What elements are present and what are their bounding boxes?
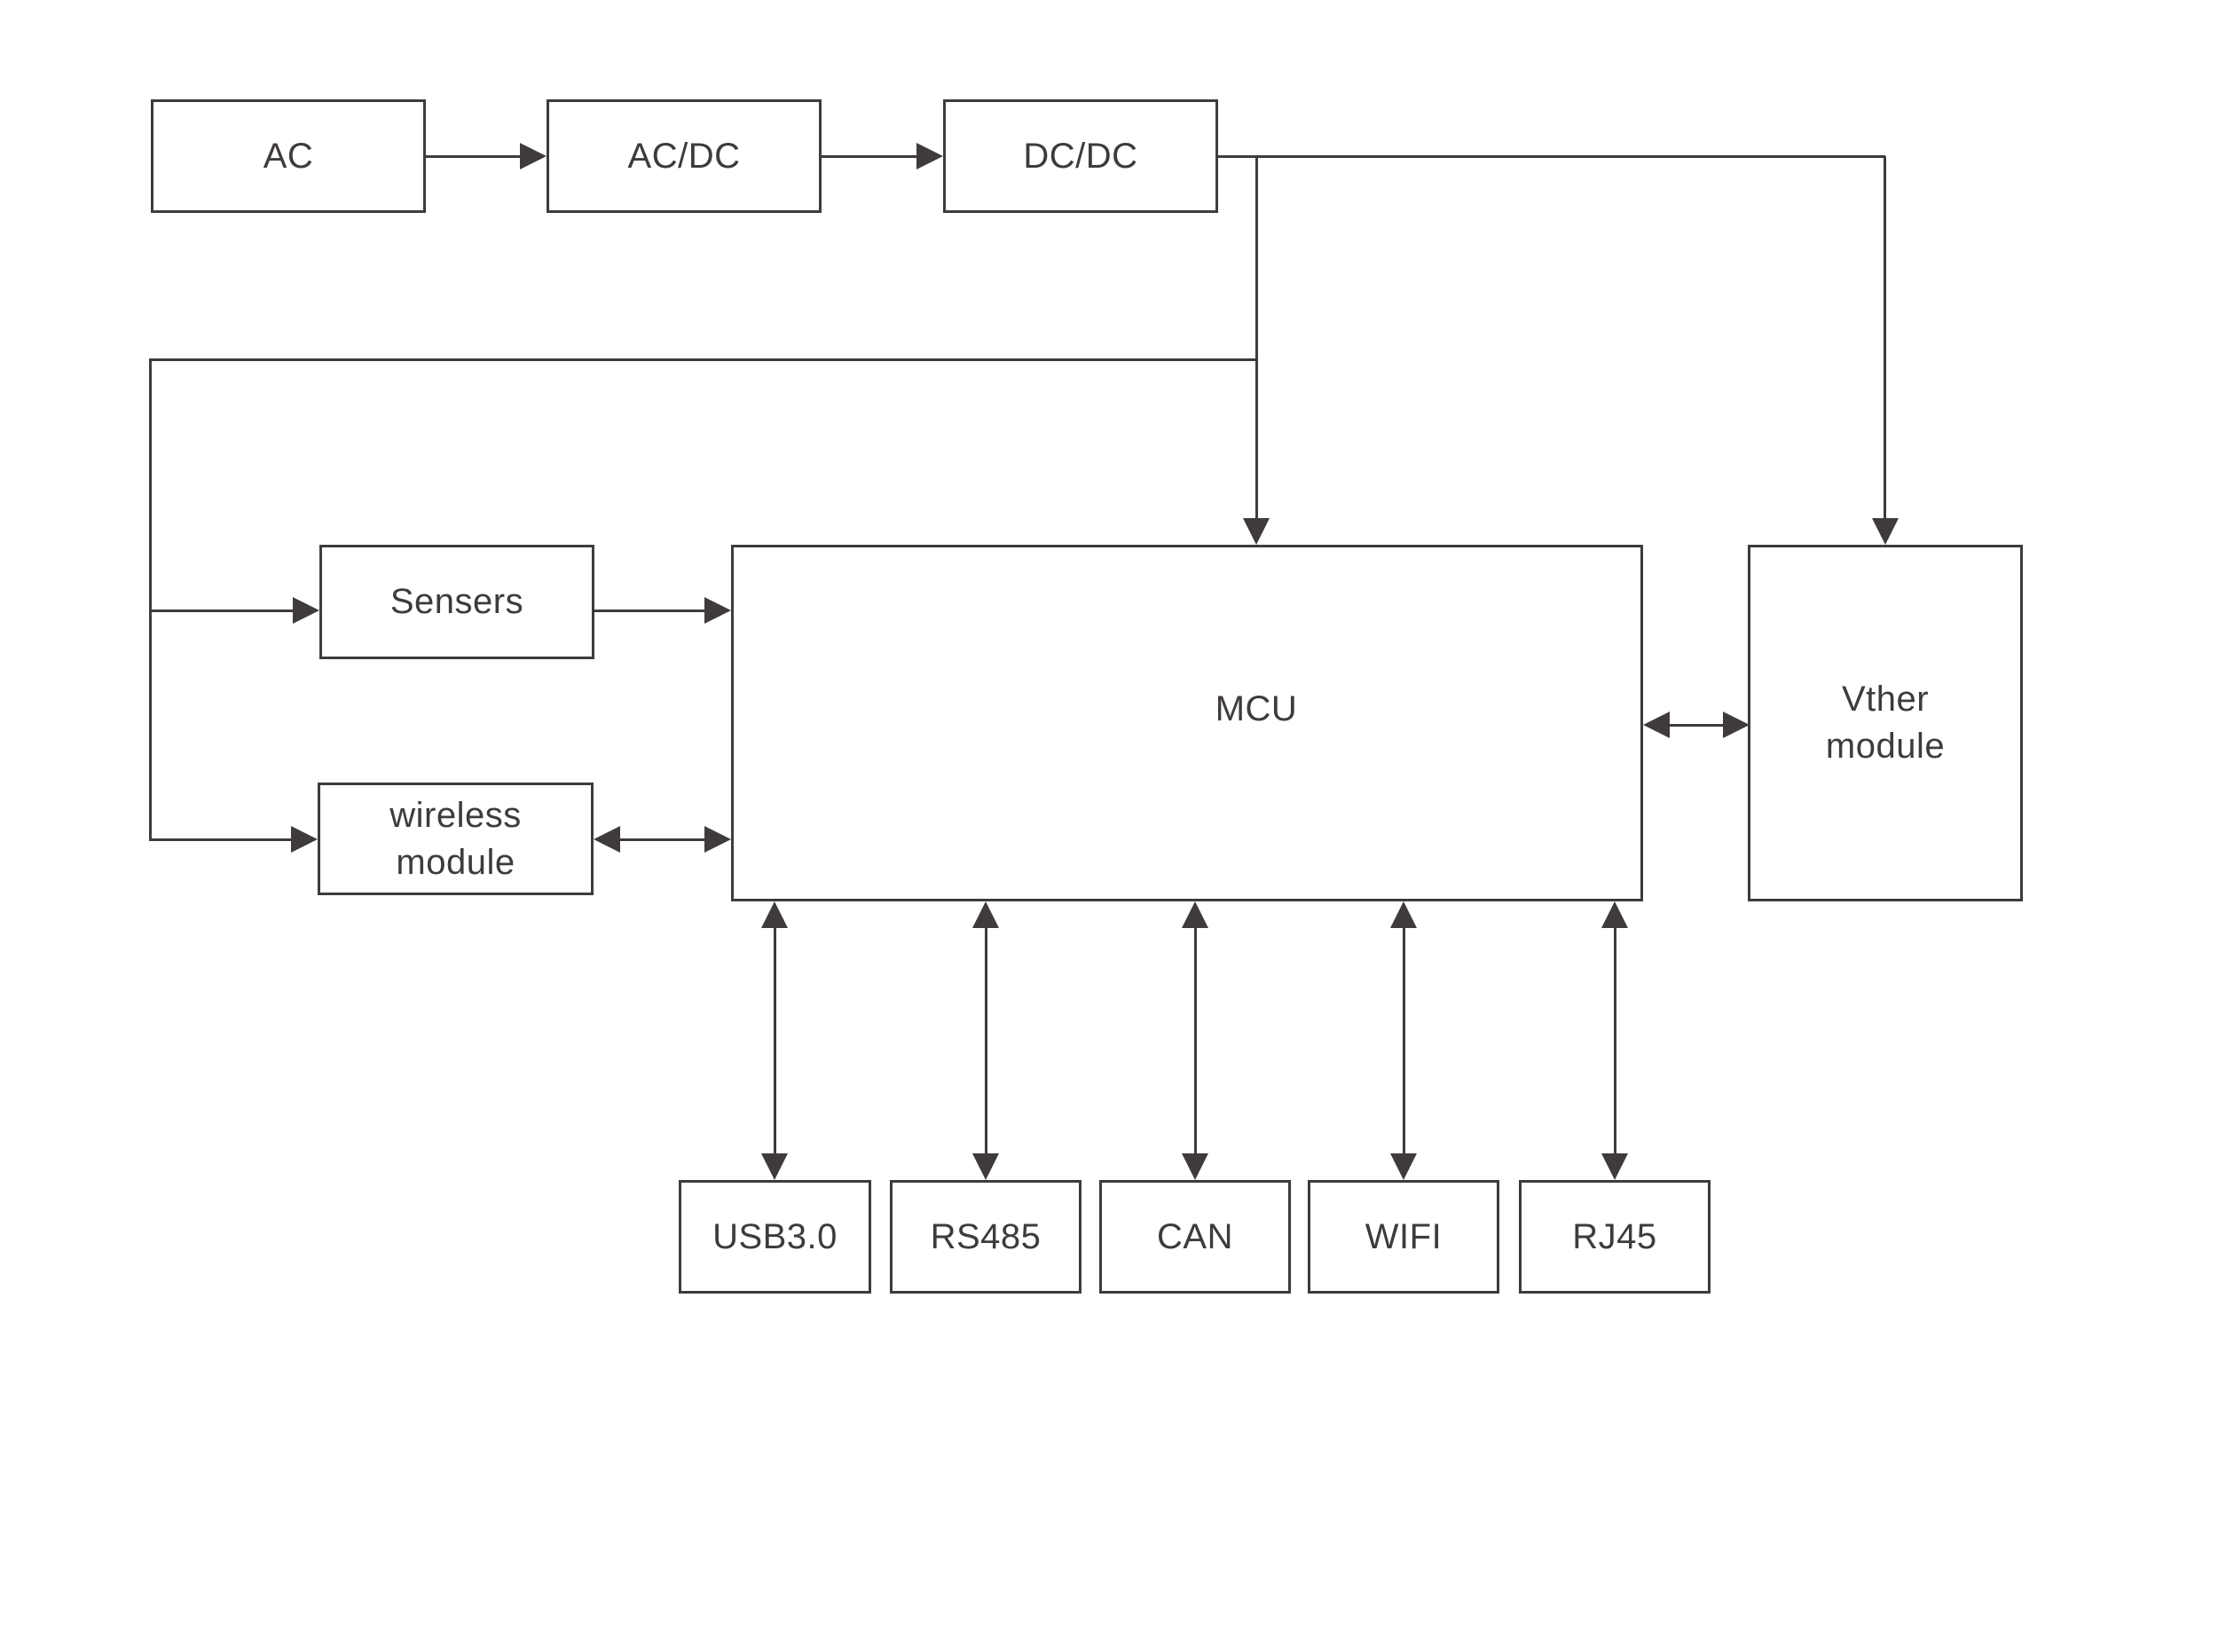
edge-mcu-rs485-line	[985, 926, 987, 1155]
edge-dcdc-vther-arrowhead	[1872, 518, 1899, 545]
edge-power-branch-line	[149, 358, 1257, 361]
edge-wireless-mcu-line	[618, 838, 706, 841]
edge-ac-acdc-line	[426, 155, 522, 158]
edge-mcu-can-arrowhead-up	[1182, 901, 1208, 928]
node-can-label: CAN	[1157, 1216, 1233, 1256]
edge-mcu-can-arrowhead-down	[1182, 1153, 1208, 1180]
node-mcu: MCU	[731, 545, 1643, 901]
node-usb3: USB3.0	[679, 1180, 871, 1294]
edge-mcu-wifi-line	[1403, 926, 1405, 1155]
node-sensers-label: Sensers	[389, 582, 524, 622]
edge-mcu-rs485-arrowhead-down	[972, 1153, 999, 1180]
node-dcdc: DC/DC	[943, 99, 1218, 213]
node-acdc-label: AC/DC	[627, 136, 741, 176]
edge-mcu-vther-line	[1668, 724, 1725, 727]
node-mcu-label: MCU	[1215, 688, 1298, 728]
edge-mcu-rj45-arrowhead-down	[1601, 1153, 1628, 1180]
edge-mcu-usb3-arrowhead-up	[761, 901, 788, 928]
edge-mcu-rs485-arrowhead-up	[972, 901, 999, 928]
edge-mcu-vther-arrowhead-right	[1723, 712, 1750, 738]
edge-ac-acdc-arrowhead	[520, 143, 547, 169]
edge-mcu-wifi-arrowhead-up	[1390, 901, 1417, 928]
edge-mcu-vther-arrowhead-left	[1643, 712, 1670, 738]
node-rs485: RS485	[890, 1180, 1081, 1294]
node-wifi: WIFI	[1308, 1180, 1499, 1294]
edge-acdc-dcdc-arrowhead	[916, 143, 943, 169]
edge-dcdc-mcu-arrowhead	[1243, 518, 1270, 545]
edge-rail-sensers-arrowhead	[293, 597, 319, 624]
edge-rail-wireless-line	[149, 838, 293, 841]
node-can: CAN	[1099, 1180, 1291, 1294]
node-rs485-label: RS485	[930, 1216, 1042, 1256]
node-wifi-label: WIFI	[1365, 1216, 1443, 1256]
edge-mcu-rj45-arrowhead-up	[1601, 901, 1628, 928]
edge-acdc-dcdc-line	[822, 155, 918, 158]
node-sensers: Sensers	[319, 545, 594, 659]
edge-mcu-usb3-line	[774, 926, 776, 1155]
edge-dcdc-vther-line	[1884, 156, 1886, 520]
node-usb3-label: USB3.0	[712, 1216, 838, 1256]
node-dcdc-label: DC/DC	[1023, 136, 1138, 176]
node-ac: AC	[151, 99, 426, 213]
edge-wireless-mcu-arrowhead-right	[704, 826, 731, 853]
edge-rail-sensers-line	[149, 610, 295, 612]
edge-mcu-rj45-line	[1614, 926, 1616, 1155]
node-ac-label: AC	[263, 136, 314, 176]
edge-rail-wireless-arrowhead	[291, 826, 318, 853]
edge-dcdc-power-bus-line	[1218, 155, 1885, 158]
edge-dcdc-mcu-line	[1255, 156, 1258, 520]
edge-wireless-mcu-arrowhead-left	[594, 826, 620, 853]
edge-mcu-wifi-arrowhead-down	[1390, 1153, 1417, 1180]
node-rj45-label: RJ45	[1572, 1216, 1657, 1256]
edge-power-left-rail-line	[149, 358, 152, 841]
edge-mcu-can-line	[1194, 926, 1197, 1155]
edge-sensers-mcu-arrowhead	[704, 597, 731, 624]
edge-mcu-usb3-arrowhead-down	[761, 1153, 788, 1180]
node-acdc: AC/DC	[547, 99, 822, 213]
edge-sensers-mcu-line	[594, 610, 706, 612]
node-rj45: RJ45	[1519, 1180, 1711, 1294]
